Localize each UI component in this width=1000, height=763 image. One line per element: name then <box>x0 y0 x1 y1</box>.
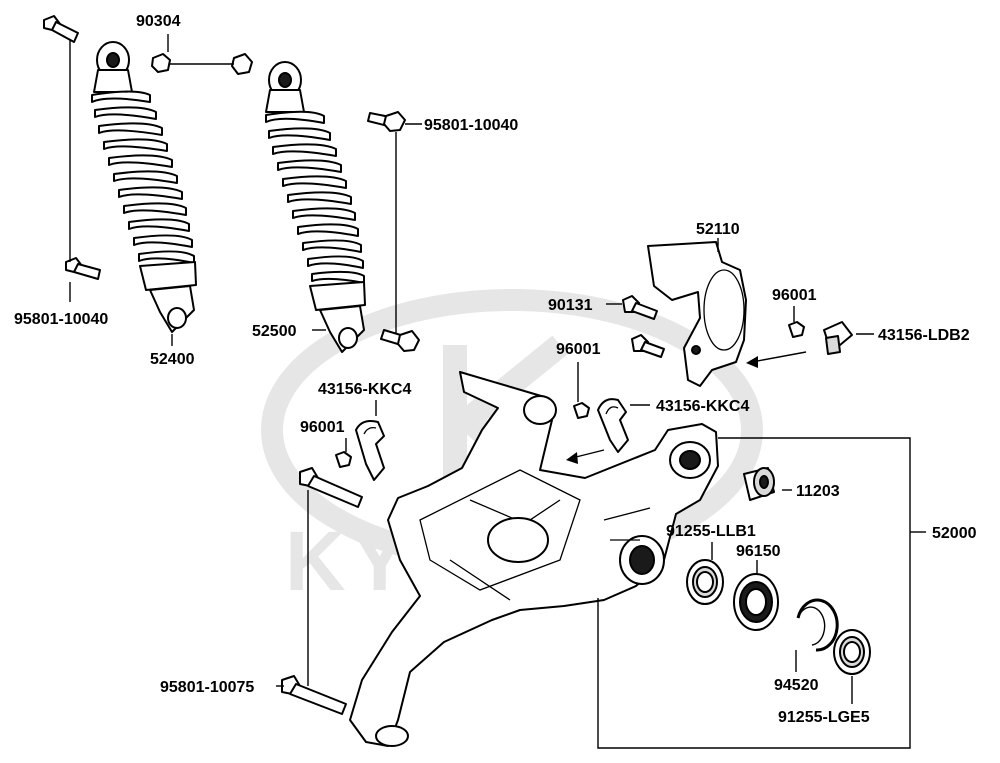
label-43156-KKC4-right: 43156-KKC4 <box>656 398 749 415</box>
shock-absorber-52500 <box>265 61 366 353</box>
label-96150: 96150 <box>736 543 781 560</box>
bolt-95801-10075-upper <box>299 467 363 508</box>
bolt-95801-10040-upper-right <box>367 111 406 132</box>
label-52110: 52110 <box>696 221 740 238</box>
label-90131: 90131 <box>548 297 593 314</box>
bearing-96150 <box>733 573 779 631</box>
bolt-95801-10040-lower-right <box>380 329 420 352</box>
bushing-11203 <box>743 467 775 501</box>
leader-lines <box>69 34 926 749</box>
label-52500: 52500 <box>252 323 297 340</box>
label-95801-10075: 95801-10075 <box>160 679 254 696</box>
label-43156-KKC4-left: 43156-KKC4 <box>318 381 411 398</box>
screw-96001-right <box>788 321 805 338</box>
shock-absorber-52400 <box>91 41 197 333</box>
shock-52500-spring <box>265 110 365 284</box>
label-43156-LDB2: 43156-LDB2 <box>878 327 970 344</box>
label-91255-LGE5: 91255-LGE5 <box>778 709 870 726</box>
callout-labels: 90304 95801-10040 95801-10040 52400 5250… <box>14 13 977 726</box>
label-96001-mid: 96001 <box>556 341 601 358</box>
label-94520: 94520 <box>774 677 819 694</box>
bolt-95801-10040-upper-left <box>43 15 79 43</box>
screw-96001-mid <box>573 402 590 419</box>
bolt-95801-10040-lower-left <box>65 257 101 280</box>
oil-seal-91255-LLB1 <box>686 559 724 605</box>
label-95801-10040-top: 95801-10040 <box>424 117 518 134</box>
clamp-43156-KKC4-right <box>597 398 629 453</box>
label-91255-LLB1: 91255-LLB1 <box>666 523 756 540</box>
screw-96001-left <box>335 451 352 468</box>
circlip-94520 <box>796 598 839 652</box>
label-52400: 52400 <box>150 351 195 368</box>
label-95801-10040-left: 95801-10040 <box>14 311 108 328</box>
bolt-95801-10075-lower <box>281 675 347 715</box>
bracket-52110 <box>647 241 747 387</box>
nut-90304 <box>151 53 253 75</box>
oil-seal-91255-LGE5 <box>833 629 871 675</box>
label-96001-right: 96001 <box>772 287 817 304</box>
swing-arm-52000 <box>349 371 719 747</box>
bolt-90131 <box>622 295 665 358</box>
shock-52400-spring <box>91 90 195 264</box>
label-96001-left: 96001 <box>300 419 345 436</box>
assembly-arrows <box>566 351 807 464</box>
label-52000: 52000 <box>932 525 977 542</box>
clamp-43156-KKC4-left <box>355 420 385 481</box>
label-90304: 90304 <box>136 13 181 30</box>
label-11203: 11203 <box>796 483 840 500</box>
clamp-43156-LDB2 <box>823 321 853 355</box>
